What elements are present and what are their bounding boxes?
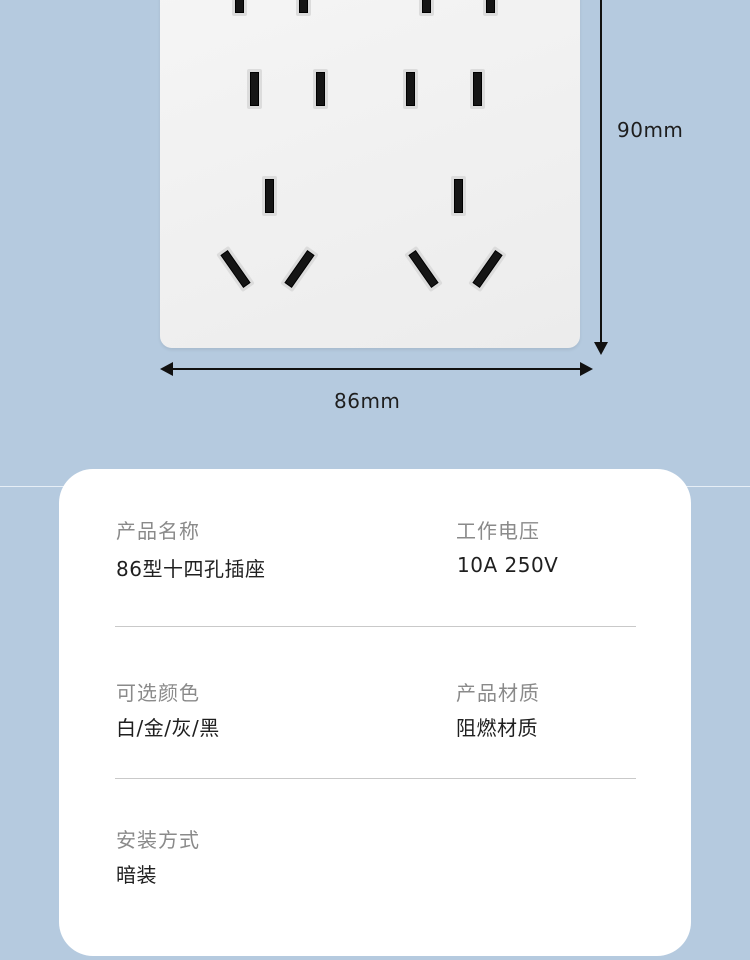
socket-slot bbox=[403, 69, 418, 109]
socket-slot bbox=[313, 69, 328, 109]
socket-panel bbox=[160, 0, 580, 348]
socket-slot bbox=[404, 245, 443, 293]
arrow-left-icon bbox=[160, 362, 173, 376]
voltage-label: 工作电压 bbox=[456, 519, 540, 543]
material-value: 阻燃材质 bbox=[456, 716, 538, 740]
product-hero: 90mm 86mm bbox=[160, 0, 684, 413]
socket-slot bbox=[419, 0, 434, 16]
install-method-value: 暗装 bbox=[116, 863, 157, 887]
height-dimension-line bbox=[600, 0, 602, 345]
color-options-value: 白/金/灰/黑 bbox=[116, 716, 220, 740]
product-name-value: 86型十四孔插座 bbox=[116, 557, 266, 581]
width-dimension-label: 86mm bbox=[334, 389, 401, 413]
socket-slot bbox=[280, 245, 319, 293]
socket-slot bbox=[468, 245, 507, 293]
spec-card: 产品名称 86型十四孔插座 工作电压 10A 250V 可选颜色 白/金/灰/黑… bbox=[59, 469, 691, 956]
socket-slot bbox=[470, 69, 485, 109]
socket-slot bbox=[232, 0, 247, 16]
voltage-value: 10A 250V bbox=[457, 553, 559, 577]
socket-slot bbox=[262, 176, 277, 216]
spec-divider bbox=[115, 778, 636, 779]
socket-slot bbox=[483, 0, 498, 16]
arrow-right-icon bbox=[580, 362, 593, 376]
material-label: 产品材质 bbox=[456, 681, 540, 705]
color-options-label: 可选颜色 bbox=[116, 681, 200, 705]
spec-divider bbox=[115, 626, 636, 627]
arrow-down-icon bbox=[594, 342, 608, 355]
socket-slot bbox=[247, 69, 262, 109]
socket-slot bbox=[451, 176, 466, 216]
width-dimension-line bbox=[170, 368, 584, 370]
socket-slot bbox=[296, 0, 311, 16]
product-name-label: 产品名称 bbox=[116, 519, 200, 543]
socket-slot bbox=[216, 245, 255, 293]
height-dimension-label: 90mm bbox=[617, 118, 684, 142]
install-method-label: 安装方式 bbox=[116, 828, 200, 852]
